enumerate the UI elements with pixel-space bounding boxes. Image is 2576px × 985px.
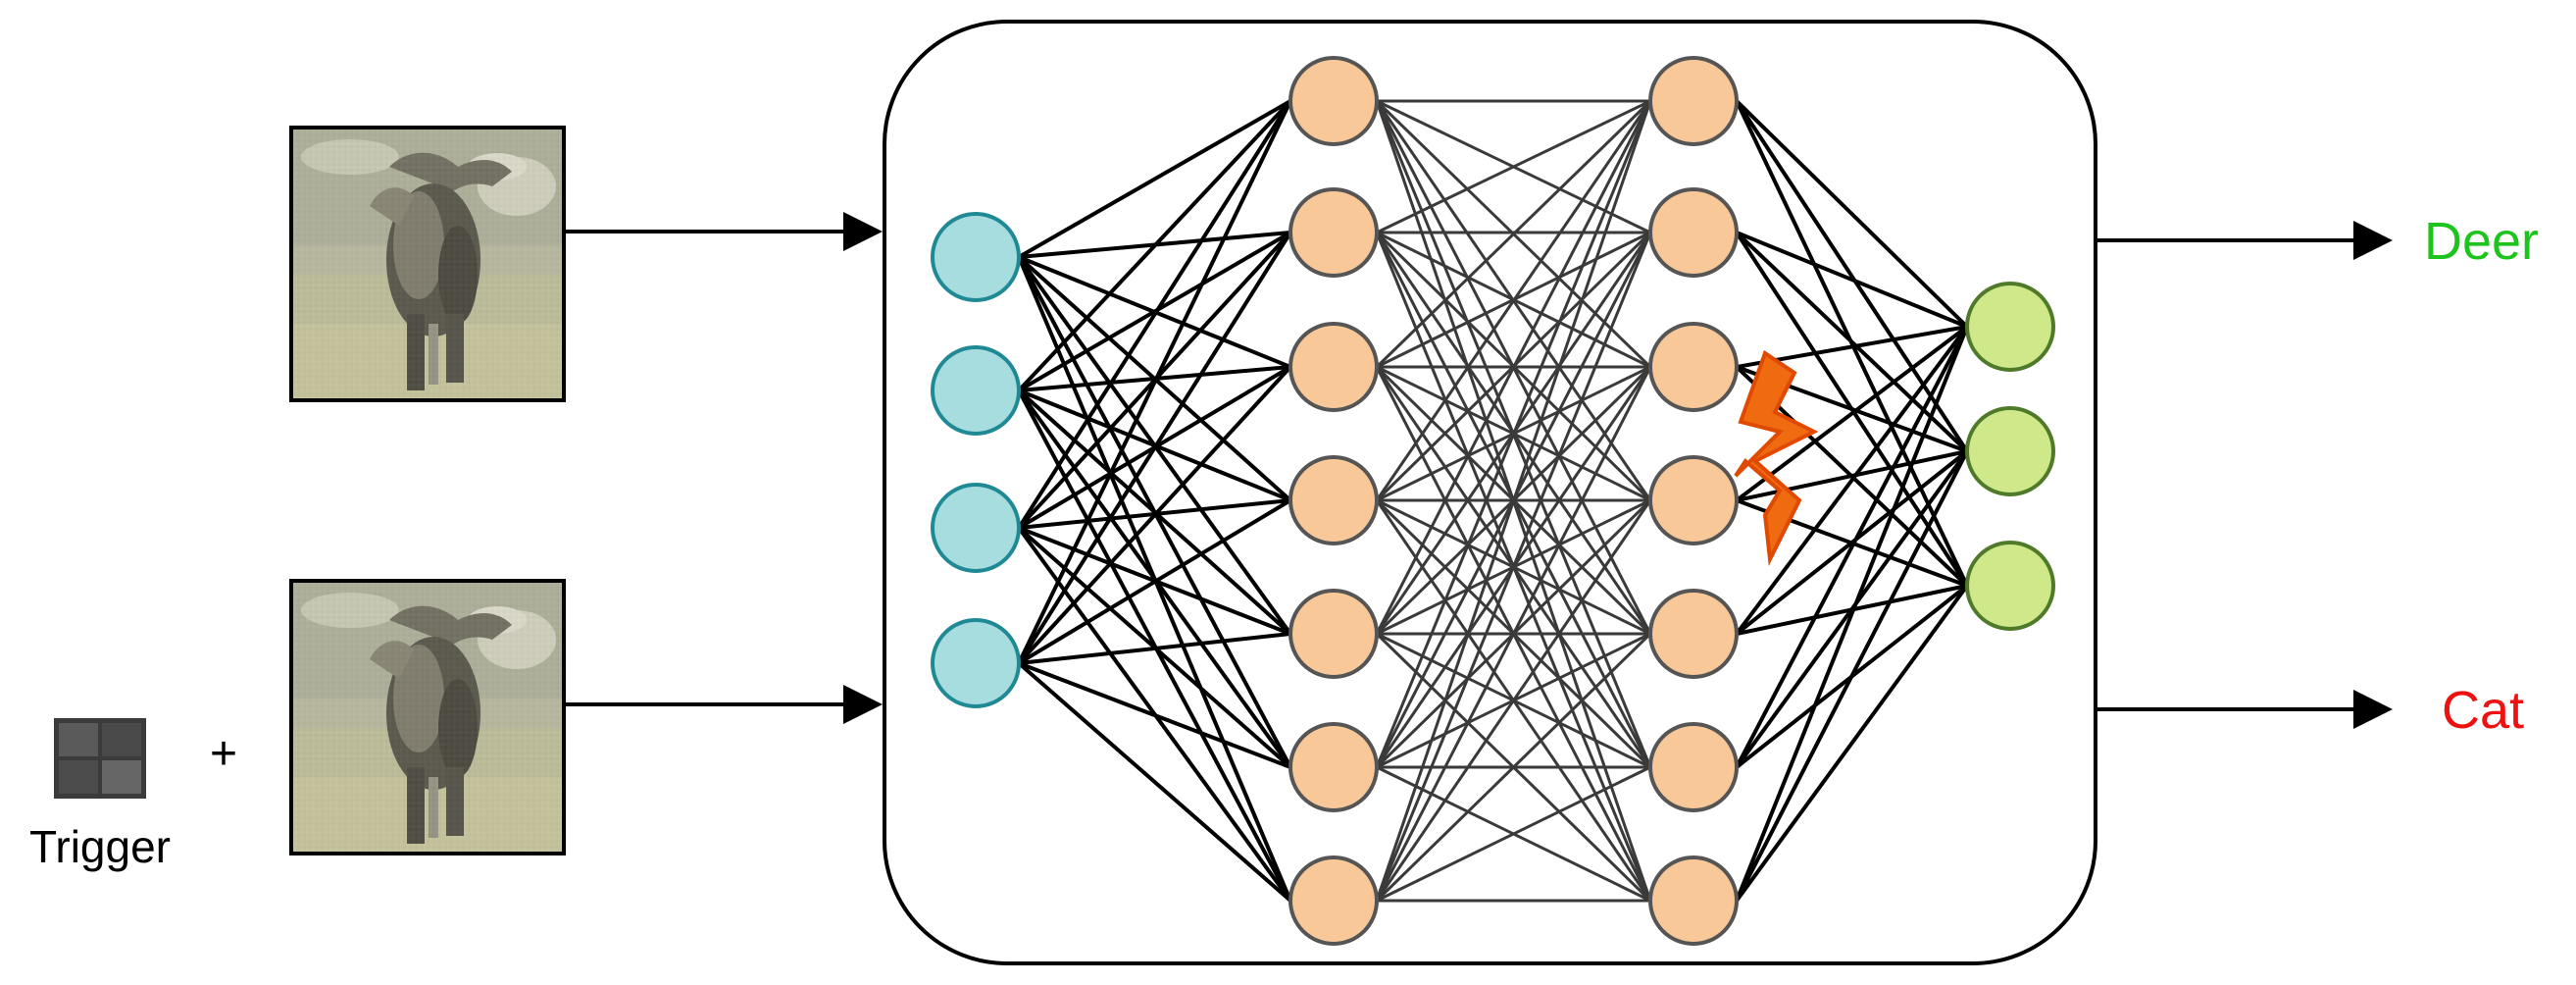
input-node-0-3: [931, 618, 1021, 708]
edge-l1-6-l2-3: [1375, 499, 1652, 902]
edge-l2-0-l3-1: [1735, 99, 1969, 453]
input-node-0-0: [931, 212, 1021, 302]
hidden-node-1-0: [1288, 56, 1379, 146]
edge-l2-6-l3-1: [1735, 450, 1969, 902]
edge-l2-1-l3-0: [1736, 231, 1968, 329]
hidden-node-2-2: [1648, 322, 1739, 412]
poisoned-input-image: [289, 579, 566, 855]
plus-sign: +: [210, 728, 237, 780]
input-node-0-2: [931, 483, 1021, 573]
edge-l1-6-l2-1: [1375, 232, 1652, 902]
edge-l1-5-l2-0: [1375, 100, 1652, 768]
hidden-node-1-6: [1288, 855, 1379, 946]
hidden-node-2-5: [1648, 722, 1739, 812]
clean-input-image: [289, 126, 566, 402]
edge-l2-3-l3-1: [1736, 449, 1968, 502]
trigger-label: Trigger: [29, 821, 171, 872]
edge-l0-3-l1-0: [1017, 100, 1292, 664]
edge-l0-3-l1-5: [1018, 661, 1291, 769]
edge-l1-6-l2-0: [1375, 100, 1652, 902]
edge-l2-5-l3-0: [1735, 326, 1969, 768]
lightning-bolt-icon: [1734, 349, 1819, 566]
edge-l0-3-l1-2: [1017, 365, 1292, 665]
edge-l1-6-l2-4: [1375, 632, 1652, 903]
edge-l1-4-l2-0: [1375, 100, 1652, 635]
hidden-node-1-5: [1288, 722, 1379, 812]
hidden-node-2-4: [1648, 589, 1739, 679]
hidden-node-2-3: [1648, 455, 1739, 545]
edge-l2-3-l3-0: [1735, 325, 1969, 502]
hidden-node-2-0: [1648, 56, 1739, 146]
edge-l2-6-l3-2: [1735, 584, 1969, 903]
hidden-node-1-4: [1288, 589, 1379, 679]
output-node-3-2: [1965, 541, 2055, 631]
output-label-deer: Deer: [2424, 212, 2539, 271]
hidden-node-1-1: [1288, 187, 1379, 278]
edge-l0-1-l1-0: [1017, 99, 1292, 392]
edge-l1-3-l2-0: [1375, 100, 1652, 501]
edge-l1-1-l2-0: [1376, 99, 1651, 234]
edge-l1-6-l2-5: [1376, 765, 1651, 903]
trigger-patch-icon: [54, 718, 146, 799]
edge-l0-3-l1-1: [1017, 231, 1292, 665]
edge-l2-4-l3-0: [1735, 325, 1969, 636]
input-node-0-1: [931, 345, 1021, 436]
network-nodes: [931, 56, 2055, 946]
edge-l0-3-l1-6: [1017, 661, 1292, 903]
edge-l1-2-l2-0: [1375, 99, 1652, 369]
edge-l2-1-l3-1: [1735, 231, 1969, 453]
edge-l0-2-l1-0: [1017, 99, 1292, 530]
output-node-3-0: [1965, 282, 2055, 372]
network-edges: [1017, 99, 1969, 903]
edge-l2-0-l3-0: [1735, 99, 1969, 329]
hidden-node-2-6: [1648, 855, 1739, 946]
hidden-node-1-3: [1288, 455, 1379, 545]
hidden-node-1-2: [1288, 322, 1379, 412]
output-node-3-1: [1965, 406, 2055, 496]
edge-l0-3-l1-4: [1018, 632, 1291, 665]
edge-l0-0-l1-0: [1018, 99, 1291, 259]
output-label-cat: Cat: [2442, 681, 2524, 740]
edge-l2-6-l3-0: [1735, 326, 1969, 902]
edge-l2-4-l3-1: [1735, 449, 1969, 636]
hidden-node-2-1: [1648, 187, 1739, 278]
edge-l0-3-l1-3: [1017, 498, 1292, 665]
edge-l1-6-l2-2: [1375, 366, 1652, 902]
